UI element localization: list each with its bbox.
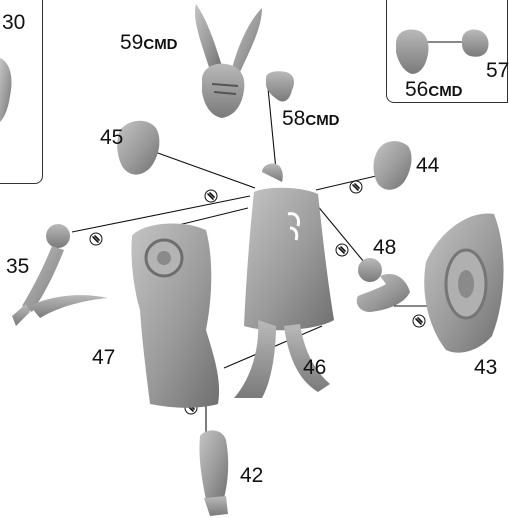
glue-drop-icon <box>89 232 103 246</box>
part-number: 59 <box>120 31 144 54</box>
glue-drop-icon <box>335 243 349 257</box>
label-part-42: 42 <box>240 465 263 486</box>
glue-drop-icon <box>349 180 363 194</box>
label-part-59: 59CMD <box>120 32 178 53</box>
part-suffix: CMD <box>143 36 178 53</box>
part-number: 44 <box>416 154 440 177</box>
label-part-46: 46 <box>303 357 326 378</box>
part-number: 42 <box>240 464 264 487</box>
leader-line-45 <box>154 151 256 189</box>
part-number: 58 <box>282 107 306 130</box>
part-number: 57 <box>486 59 509 82</box>
part-44-shoulder <box>373 141 412 190</box>
part-number: 35 <box>6 255 30 278</box>
part-suffix: CMD <box>428 83 463 100</box>
part-42-leg <box>199 430 229 516</box>
part-number: 45 <box>100 126 124 149</box>
leader-line-48 <box>315 203 365 263</box>
part-43-shield <box>424 213 504 353</box>
part-47-torso <box>131 223 220 408</box>
label-part-47: 47 <box>92 347 115 368</box>
part-45-shoulder <box>117 120 160 175</box>
label-part-35: 35 <box>6 256 29 277</box>
part-number: 43 <box>474 356 498 379</box>
label-part-45: 45 <box>100 127 123 148</box>
part-35-arm-blade <box>12 224 108 326</box>
part-suffix: CMD <box>305 112 340 129</box>
glue-drop-icon <box>412 314 426 328</box>
leader-lines <box>71 41 462 432</box>
label-part-57: 57 <box>486 60 509 81</box>
label-part-56: 56CMD <box>405 79 463 100</box>
part-number: 30 <box>2 11 26 34</box>
leader-line-35 <box>71 195 251 233</box>
part-number: 56 <box>405 78 429 101</box>
label-part-43: 43 <box>474 357 497 378</box>
label-part-48: 48 <box>373 237 396 258</box>
label-part-30: 30 <box>2 12 25 33</box>
part-number: 46 <box>303 356 327 379</box>
part-48-arm <box>356 258 410 312</box>
leader-line-44 <box>315 175 377 191</box>
label-part-44: 44 <box>416 155 439 176</box>
part-57-piece <box>462 29 489 57</box>
label-part-58: 58CMD <box>282 108 340 129</box>
leader-line-58 <box>267 87 277 171</box>
glue-drop-icon <box>204 189 218 203</box>
part-number: 47 <box>92 346 116 369</box>
part-59-winged-helmet <box>194 4 262 118</box>
part-58-helmet-piece <box>266 71 294 102</box>
part-56-helmet <box>396 29 429 74</box>
part-30-fragment <box>0 58 12 122</box>
part-number: 48 <box>373 236 397 259</box>
part-46-body <box>234 163 334 398</box>
